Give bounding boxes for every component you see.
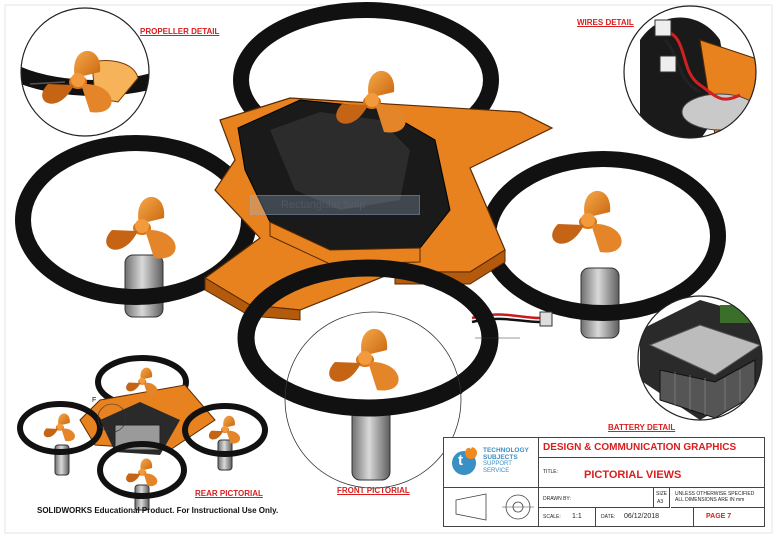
detail-circle-front bbox=[284, 311, 462, 489]
canopy-top bbox=[270, 112, 410, 210]
logo-area: t 4 TECHNOLOGY SUBJECTS SUPPORT SERVICE bbox=[444, 438, 539, 488]
org-line-2: SUBJECTS bbox=[483, 454, 518, 461]
propeller-detail bbox=[20, 7, 150, 137]
motor-left bbox=[124, 254, 164, 318]
motor-right bbox=[580, 267, 620, 339]
wire-connector bbox=[539, 311, 553, 327]
size-value: A3 bbox=[657, 499, 664, 505]
label-rear-pictorial: REAR PICTORIAL bbox=[195, 489, 263, 498]
t4-logo-icon bbox=[452, 447, 477, 475]
dimensions-note: UNLESS OTHERWISE SPECIFIED ALL DIMENSION… bbox=[671, 488, 764, 508]
size-label: SIZE bbox=[656, 491, 668, 497]
snip-overlay-text: Rectangular Snip bbox=[281, 199, 366, 211]
drawing-title: PICTORIAL VIEWS bbox=[584, 469, 682, 481]
rear-pictorial: F bbox=[17, 355, 268, 511]
date-value: 06/12/2018 bbox=[624, 513, 660, 520]
org-line-1: TECHNOLOGY bbox=[483, 447, 529, 454]
wires-detail bbox=[623, 5, 757, 139]
size-cell: SIZE A3 bbox=[654, 488, 670, 508]
view-marker-f: F bbox=[92, 397, 96, 404]
org-line-4: SERVICE bbox=[483, 468, 510, 474]
first-angle-projection-icon bbox=[455, 493, 534, 521]
label-wires-detail: WIRES DETAIL bbox=[577, 18, 634, 27]
propeller-front bbox=[329, 328, 399, 391]
educational-notice: SOLIDWORKS Educational Product. For Inst… bbox=[37, 506, 279, 515]
title-cell: TITLE: PICTORIAL VIEWS bbox=[539, 458, 764, 488]
scale-label: SCALE: bbox=[543, 514, 561, 520]
view-marker-d: D bbox=[458, 389, 463, 396]
logo-letter: t bbox=[458, 452, 463, 469]
main-drone bbox=[15, 2, 726, 489]
title-block: t 4 TECHNOLOGY SUBJECTS SUPPORT SERVICE … bbox=[443, 437, 765, 527]
battery-detail bbox=[637, 295, 763, 421]
canopy-band bbox=[269, 221, 421, 265]
label-propeller-detail: PROPELLER DETAIL bbox=[140, 27, 220, 36]
scale-cell: SCALE: 1:1 bbox=[539, 508, 596, 526]
drawn-by-label: DRAWN BY: bbox=[543, 496, 571, 502]
page-number: PAGE 7 bbox=[706, 513, 732, 520]
propeller-right bbox=[552, 190, 622, 253]
scale-value: 1:1 bbox=[572, 513, 582, 520]
propeller-left bbox=[106, 196, 176, 259]
drawing-heading: DESIGN & COMMUNICATION GRAPHICS bbox=[539, 438, 764, 458]
date-label: DATE: bbox=[601, 514, 616, 520]
title-label: TITLE: bbox=[543, 469, 559, 475]
drawn-by-cell: DRAWN BY: bbox=[539, 488, 654, 508]
rectangular-snip-overlay: Rectangular Snip bbox=[250, 195, 420, 215]
label-battery-detail: BATTERY DETAIL bbox=[608, 423, 676, 432]
date-cell: DATE: 06/12/2018 bbox=[596, 508, 694, 526]
logo-superscript: 4 bbox=[468, 444, 472, 451]
org-line-3: SUPPORT bbox=[483, 461, 512, 467]
label-front-pictorial: FRONT PICTORIAL bbox=[337, 486, 410, 495]
projection-symbol-area bbox=[444, 488, 539, 526]
